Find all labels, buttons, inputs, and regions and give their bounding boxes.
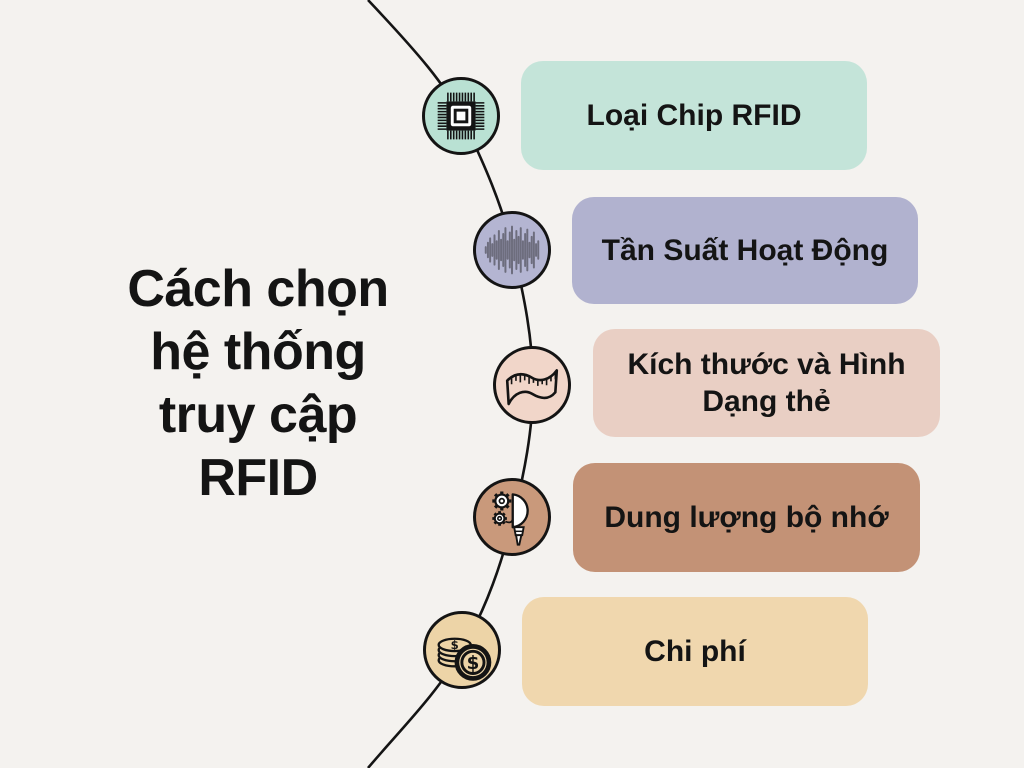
svg-text:$: $	[467, 653, 480, 674]
waveform-icon	[484, 225, 540, 275]
item-label: Tần Suất Hoạt Động	[601, 234, 889, 267]
item-label: Loại Chip RFID	[586, 99, 802, 132]
node-circle-chip	[422, 77, 500, 155]
chip-icon	[437, 92, 485, 140]
item-label: Dung lượng bộ nhớ	[604, 501, 889, 534]
node-circle-cost: $ $	[423, 611, 501, 689]
node-circle-size-shape	[493, 346, 571, 424]
node-circle-memory	[473, 478, 551, 556]
coins-icon: $ $	[437, 637, 492, 681]
item-box-dung-luong-bo-nho: Dung lượng bộ nhớ	[573, 463, 920, 572]
item-box-chi-phi: Chi phí	[522, 597, 868, 706]
svg-text:$: $	[451, 638, 459, 652]
title-line-3: truy cập	[158, 386, 358, 444]
page-title: Cách chọn hệ thống truy cập RFID	[58, 258, 458, 510]
measuring-tape-icon	[505, 369, 559, 406]
item-box-kich-thuoc-hinh-dang: Kích thước và Hình Dạng thẻ	[593, 329, 940, 437]
title-line-4: RFID	[198, 449, 318, 507]
title-line-2: hệ thống	[150, 323, 366, 381]
item-label: Chi phí	[644, 635, 746, 668]
idea-memory-icon	[492, 491, 529, 546]
item-box-tan-suat-hoat-dong: Tần Suất Hoạt Động	[572, 197, 918, 304]
node-circle-frequency	[473, 211, 551, 289]
item-box-loai-chip-rfid: Loại Chip RFID	[521, 61, 867, 170]
item-label: Kích thước và Hình Dạng thẻ	[627, 348, 906, 418]
title-line-1: Cách chọn	[127, 260, 389, 318]
